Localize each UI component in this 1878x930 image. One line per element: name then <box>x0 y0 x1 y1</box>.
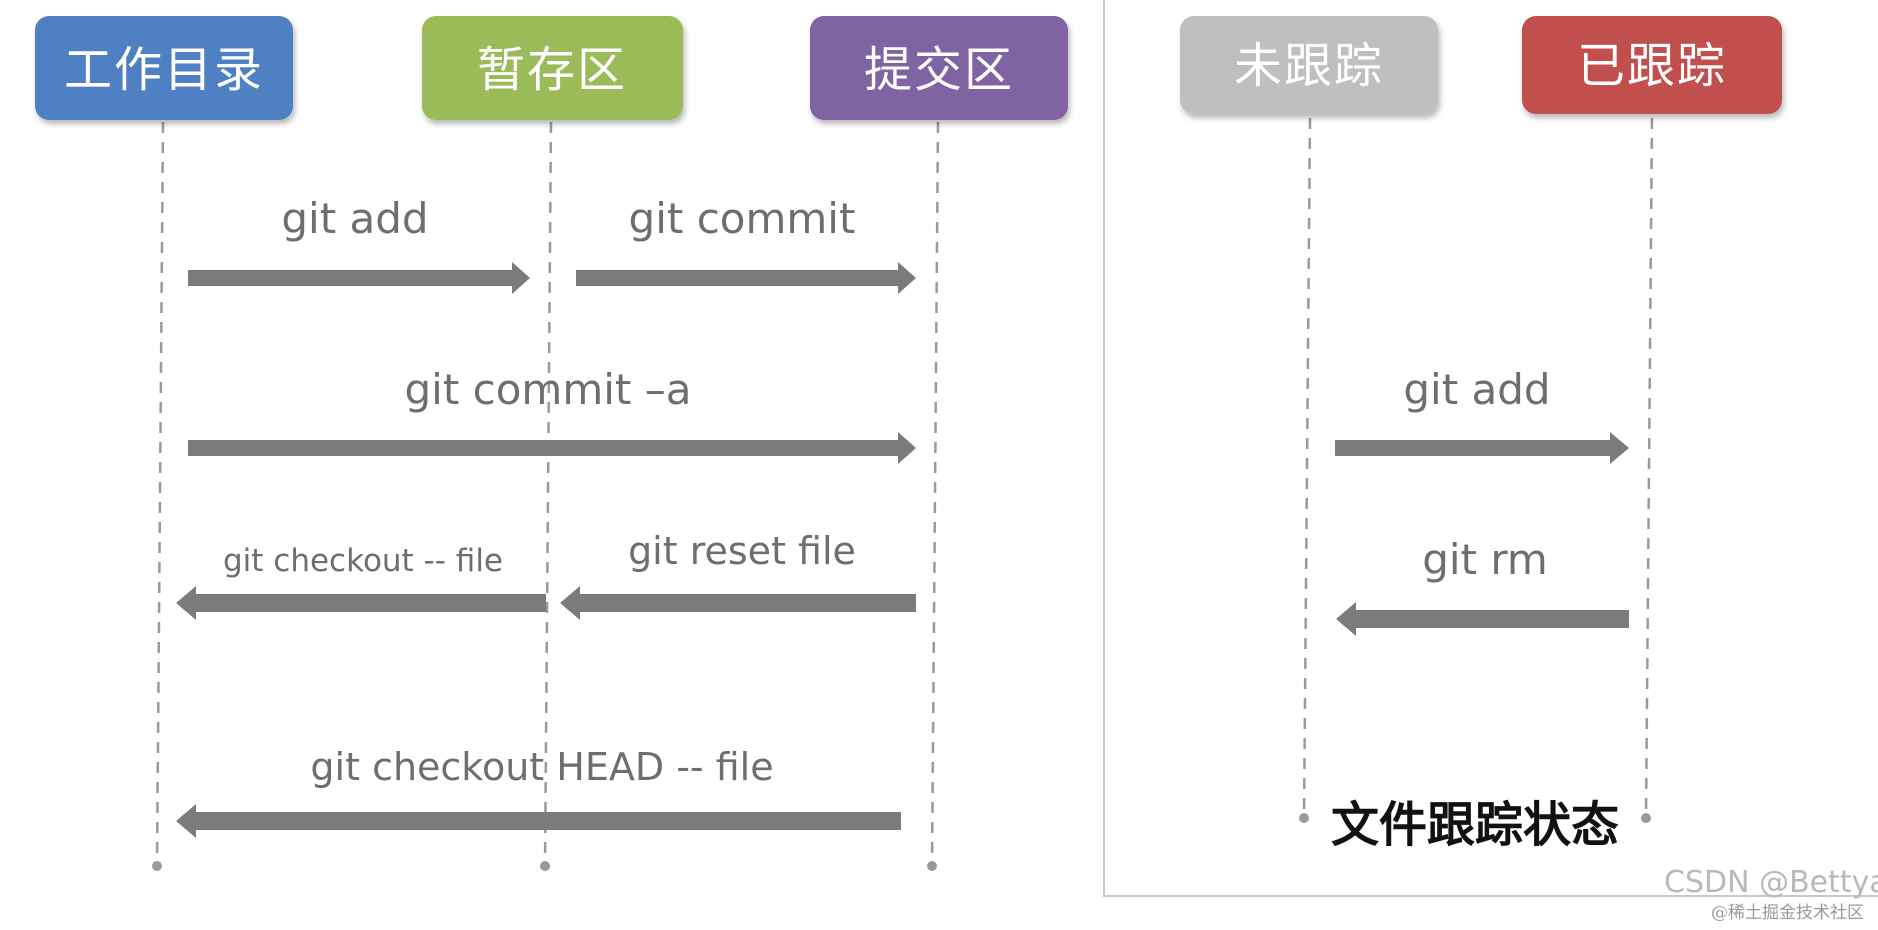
git-commit-label: git commit <box>629 194 856 243</box>
arrow-git-add <box>188 262 530 294</box>
arrow-git-reset-file <box>560 586 916 620</box>
arrow-git-add-tracked <box>1335 432 1629 464</box>
stage-box <box>422 16 683 120</box>
git-reset-file-label: git reset file <box>628 529 856 573</box>
stage-label: 提交区 <box>864 42 1014 98</box>
lifeline-tracked <box>1644 117 1654 819</box>
lifeline-end-dot <box>1299 813 1309 823</box>
stage-label: 工作目录 <box>64 42 264 98</box>
stage-box <box>810 16 1068 120</box>
left-panel: 工作目录 暂存区 提交区 git add git commit git comm… <box>35 16 1068 871</box>
stage-staging-area: 暂存区 <box>422 16 683 120</box>
state-label: 未跟踪 <box>1234 38 1384 94</box>
arrow-git-commit-a <box>188 432 916 464</box>
arrow-git-checkout-head-file <box>176 804 901 838</box>
git-add-label: git add <box>281 194 428 243</box>
stage-label: 暂存区 <box>477 42 627 98</box>
arrow-git-checkout-file <box>176 586 546 620</box>
arrow-git-rm <box>1336 602 1629 636</box>
state-tracked: 已跟踪 <box>1522 16 1782 114</box>
lifeline-end-dot <box>1641 813 1651 823</box>
state-untracked: 未跟踪 <box>1180 16 1438 114</box>
arrow-git-commit <box>576 262 916 294</box>
git-add-label: git add <box>1403 365 1550 414</box>
panel-title: 文件跟踪状态 <box>1331 797 1619 853</box>
lifeline-end-dot <box>927 861 937 871</box>
lifeline-end-dot <box>540 861 550 871</box>
state-box <box>1522 16 1782 114</box>
stage-commit-area: 提交区 <box>810 16 1068 120</box>
git-rm-label: git rm <box>1422 535 1548 584</box>
stage-box <box>35 16 293 120</box>
git-checkout-file-label: git checkout -- file <box>223 543 503 579</box>
lifeline-untracked <box>1302 117 1312 819</box>
state-label: 已跟踪 <box>1577 38 1727 94</box>
lifeline-staging-area <box>543 121 553 867</box>
watermark-csdn: CSDN @Bettyar <box>1664 865 1878 900</box>
panel-border <box>1103 0 1878 897</box>
state-box <box>1180 16 1438 114</box>
lifeline-working-directory <box>155 121 165 867</box>
lifeline-end-dot <box>152 861 162 871</box>
git-commit-a-label: git commit –a <box>405 365 692 414</box>
git-checkout-head-file-label: git checkout HEAD -- file <box>310 745 773 789</box>
stage-working-directory: 工作目录 <box>35 16 293 120</box>
watermark-juejin: @稀土掘金技术社区 <box>1711 903 1864 923</box>
lifeline-commit-area <box>930 121 940 867</box>
right-panel: 未跟踪 已跟踪 git add git rm 文件跟踪状态 <box>1103 0 1878 897</box>
